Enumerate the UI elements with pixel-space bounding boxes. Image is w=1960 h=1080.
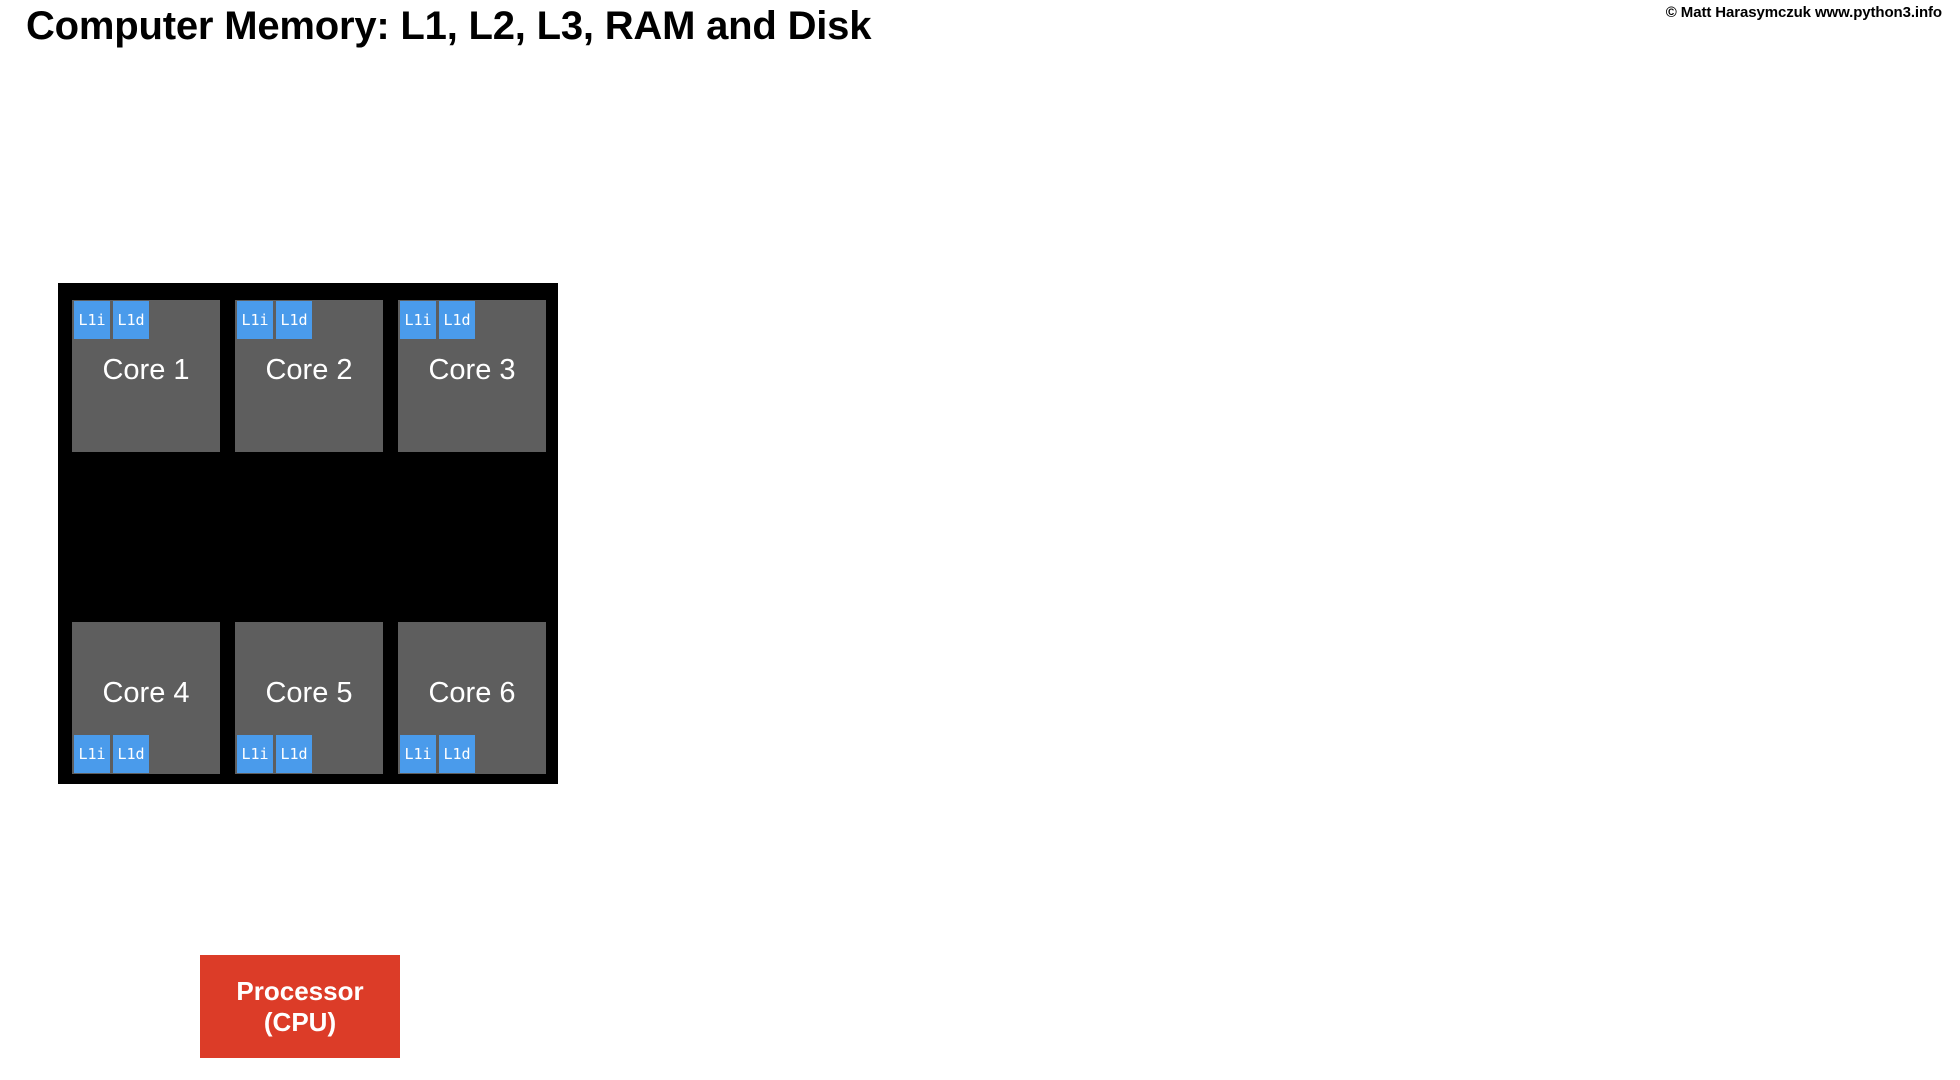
cache-l1d[interactable]: L1d [439, 735, 475, 773]
processor-label-line2: (CPU) [263, 1006, 337, 1037]
core-box-4[interactable]: Core 4 L1i L1d [72, 622, 220, 774]
core-label: Core 4 [102, 677, 190, 709]
processor-cpu-box[interactable]: Processor (CPU) [200, 955, 400, 1058]
processor-label-line1: Processor [236, 975, 364, 1006]
cache-l1i[interactable]: L1i [400, 301, 436, 339]
cache-l1i[interactable]: L1i [74, 301, 110, 339]
cache-strip: L1i L1d [74, 735, 149, 773]
core-box-5[interactable]: Core 5 L1i L1d [235, 622, 383, 774]
cache-l1i[interactable]: L1i [237, 735, 273, 773]
cache-strip: L1i L1d [237, 735, 312, 773]
processor-die: L1i L1d Core 1 L1i L1d Core 2 L1i L1d Co… [58, 283, 558, 784]
core-box-1[interactable]: L1i L1d Core 1 [72, 300, 220, 452]
core-box-2[interactable]: L1i L1d Core 2 [235, 300, 383, 452]
cache-l1i[interactable]: L1i [237, 301, 273, 339]
cache-l1d[interactable]: L1d [113, 735, 149, 773]
cache-strip: L1i L1d [400, 735, 475, 773]
cache-strip: L1i L1d [74, 301, 149, 339]
core-label: Core 2 [265, 354, 353, 386]
cache-l1d[interactable]: L1d [439, 301, 475, 339]
core-label: Core 1 [102, 354, 190, 386]
cache-strip: L1i L1d [400, 301, 475, 339]
cache-l1d[interactable]: L1d [113, 301, 149, 339]
cache-l1d[interactable]: L1d [276, 735, 312, 773]
cache-l1i[interactable]: L1i [400, 735, 436, 773]
core-box-3[interactable]: L1i L1d Core 3 [398, 300, 546, 452]
cache-l1d[interactable]: L1d [276, 301, 312, 339]
copyright-notice: © Matt Harasymczuk www.python3.info [1665, 4, 1942, 21]
core-box-6[interactable]: Core 6 L1i L1d [398, 622, 546, 774]
page-title: Computer Memory: L1, L2, L3, RAM and Dis… [26, 4, 872, 48]
core-label: Core 6 [428, 677, 516, 709]
core-label: Core 3 [428, 354, 516, 386]
core-label: Core 5 [265, 677, 353, 709]
cache-strip: L1i L1d [237, 301, 312, 339]
cache-l1i[interactable]: L1i [74, 735, 110, 773]
